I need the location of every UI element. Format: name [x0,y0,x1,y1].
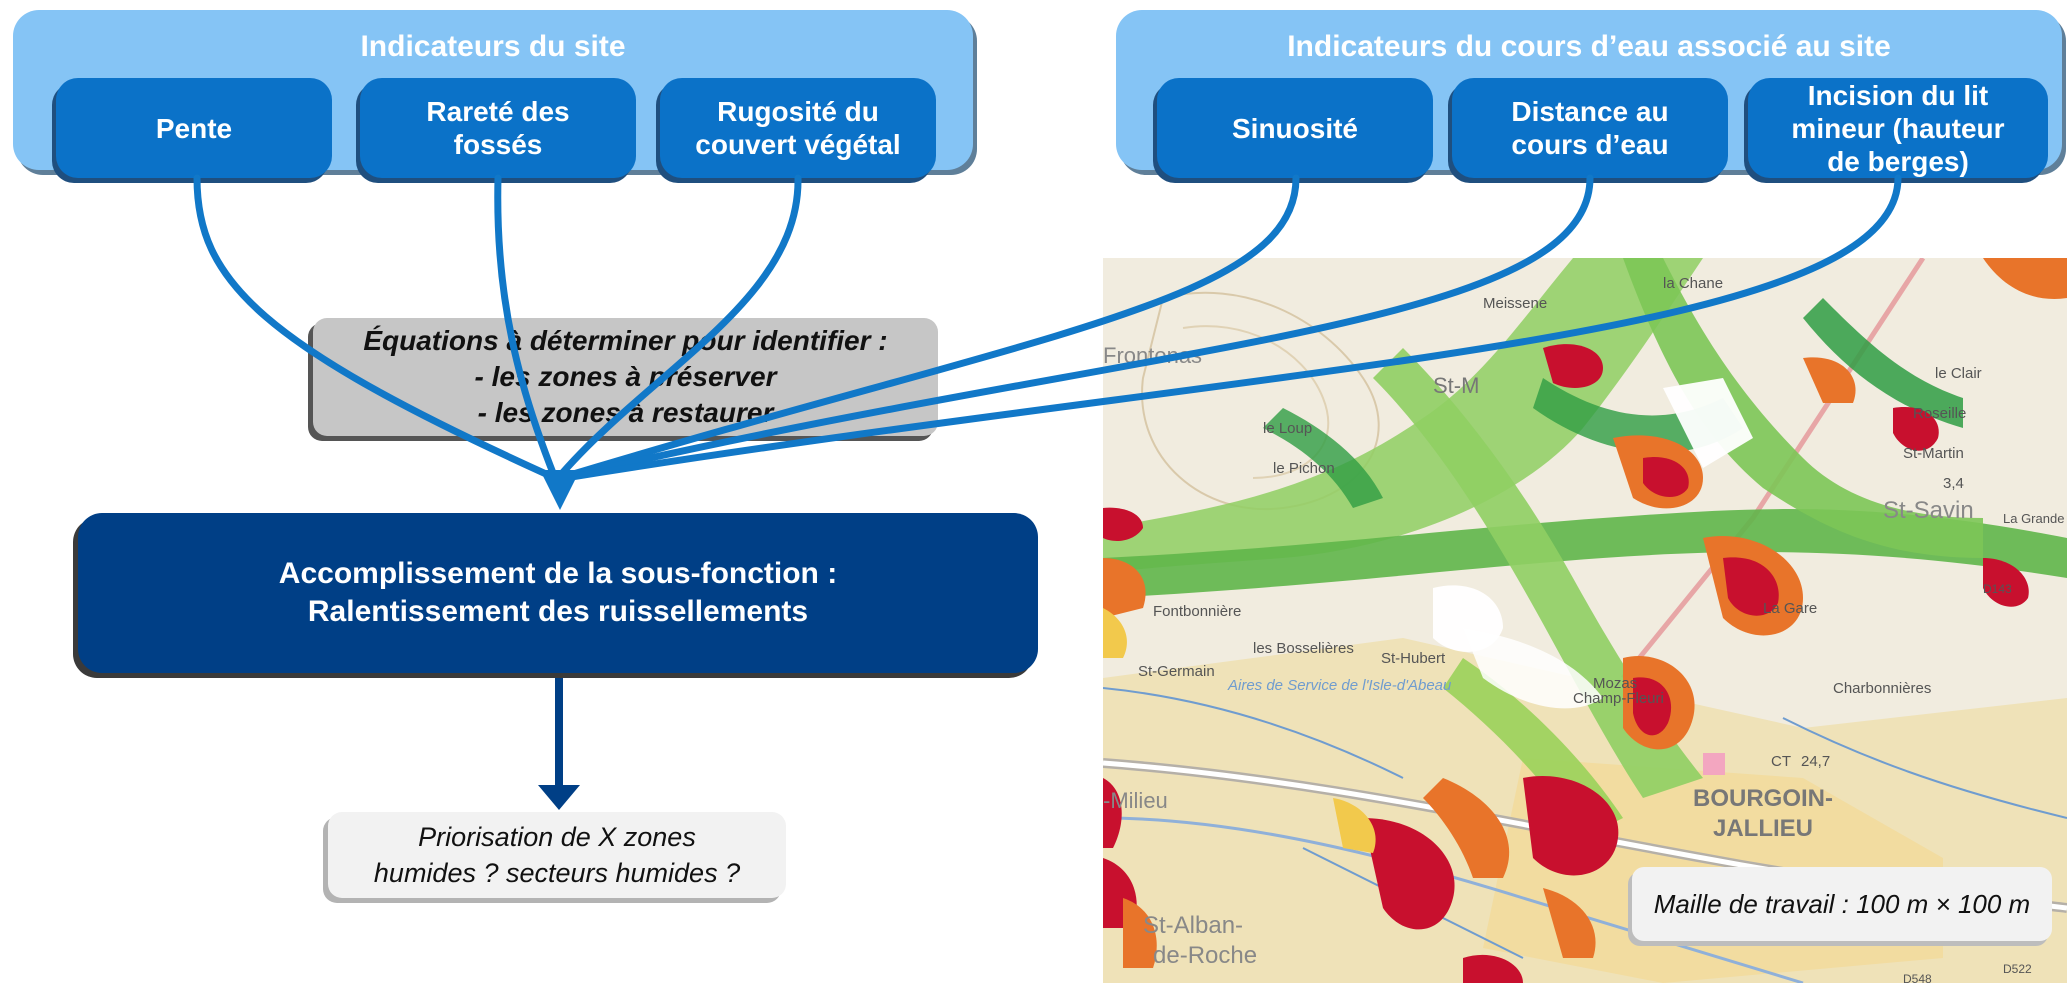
arrowhead-to-prioritization [538,785,580,810]
indicator-rugosite-couvert: Rugosité du couvert végétal [660,78,936,178]
map-label-d143: D143 [1983,582,2012,596]
prioritization-box: Priorisation de X zones humides ? secteu… [328,812,786,898]
map-label-jallieu: JALLIEU [1713,815,1813,842]
equations-heading: Équations à déterminer pour identifier : [363,325,888,356]
map-label-la-chane: la Chane [1663,275,1723,292]
map-label-mozas: Mozas [1593,675,1637,692]
indicator-distance-cours-eau: Distance au cours d’eau [1452,78,1728,178]
map-label-roseille: Roseille [1913,405,1966,422]
map-label-st-germain: St-Germain [1138,663,1215,680]
map-label-bourgoin: BOURGOIN- [1693,785,1833,812]
stream-indicators-title: Indicateurs du cours d’eau associé au si… [1287,30,1891,63]
indicator-sinuosite-label: Sinuosité [1231,112,1358,144]
map-label-st-savin: St-Savin [1883,497,1974,524]
equations-restore: - les zones à restaurer [477,397,774,428]
indicator-rarete-fosses: Rareté des fossés [360,78,636,178]
prioritization-line-1: Priorisation de X zones [418,822,696,852]
map-label-le-loup: le Loup [1263,420,1312,437]
map-label-d548: D548 [1903,972,1932,983]
indicator-incision-lit-mineur-label: Incision du lit mineur (hauteur de berge… [1791,79,2005,177]
map-label-elevation-2: 3,4 [1943,475,1964,492]
grid-cell-note-text: Maille de travail : 100 m × 100 m [1653,889,2031,919]
equations-preserve: - les zones à préserver [474,361,777,392]
map-label-aires-de-service: Aires de Service de l'Isle-d'Abeau [1227,677,1452,694]
map-label-la-grande-charriere: La Grande Charrière [2003,511,2067,526]
map-label-d522: D522 [2003,962,2032,976]
indicator-pente-label: Pente [155,112,233,144]
map-label-milieu: -Milieu [1103,788,1168,813]
indicator-rarete-fosses-label: Rareté des fossés [426,96,570,160]
map-marker-icon [1703,753,1725,775]
indicator-rugosite-couvert-label: Rugosité du couvert végétal [695,96,901,160]
map-label-frontonas: Frontonas [1103,343,1202,368]
map-label-st-alban: St-Alban- [1143,912,1243,939]
map-label-ct: CT [1771,753,1791,770]
map-label-le-pichon: le Pichon [1273,460,1335,477]
indicator-sinuosite: Sinuosité [1157,78,1433,178]
map-label-la-gare: La Gare [1763,600,1817,617]
site-indicators-title: Indicateurs du site [360,30,626,63]
accomplishment-line-1: Accomplissement de la sous-fonction : [278,557,838,590]
map-label-meissene: Meissene [1483,295,1547,312]
map-label-de-roche: de-Roche [1153,942,1257,969]
map-label-elevation: 24,7 [1801,753,1830,770]
map-label-les-bosselieres: les Bosselières [1253,640,1354,657]
map-label-champ-fleuri: Champ-Fleuri [1573,690,1664,707]
indicator-pente: Pente [56,78,332,178]
indicator-distance-cours-eau-label: Distance au cours d’eau [1511,96,1669,160]
accomplishment-box: Accomplissement de la sous-fonction : Ra… [78,513,1038,673]
map-label-charbonnieres: Charbonnières [1833,680,1931,697]
equations-box: Équations à déterminer pour identifier :… [313,318,938,436]
map-label-st-hubert: St-Hubert [1381,650,1446,667]
map-label-st-m: St-M [1433,373,1479,398]
grid-cell-note: Maille de travail : 100 m × 100 m [1632,867,2052,941]
map-label-st-martin: St-Martin [1903,445,1964,462]
indicator-incision-lit-mineur: Incision du lit mineur (hauteur de berge… [1748,78,2048,178]
prioritization-line-2: humides ? secteurs humides ? [373,858,741,888]
map-label-fontbonniere: Fontbonnière [1153,603,1241,620]
map-label-le-clair: le Clair [1935,365,1982,382]
arrowhead-to-accomplishment [540,470,580,510]
accomplishment-line-2: Ralentissement des ruissellements [307,595,809,628]
